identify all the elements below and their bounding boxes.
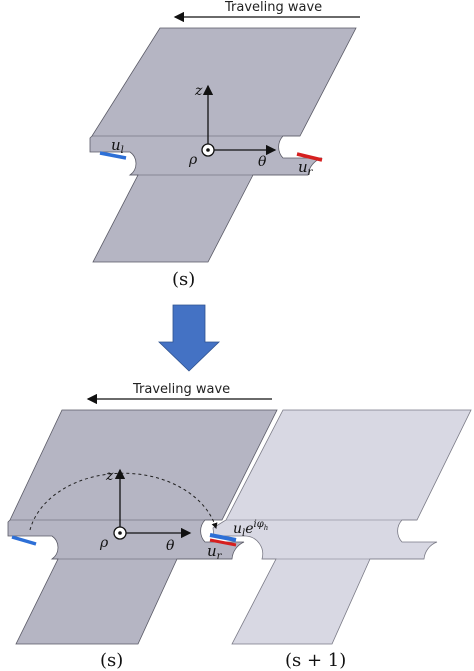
rho-axis-dot xyxy=(206,148,210,152)
u-right-label-bottom: ur xyxy=(207,542,223,562)
bottom-panel: Traveling wave z ρ θ uleiφh ur (s) (s + … xyxy=(7,382,472,671)
neighbor-cell-shape xyxy=(212,409,472,645)
u-phase-label: uleiφh xyxy=(233,519,268,539)
z-label: z xyxy=(194,83,203,99)
transition-arrow xyxy=(158,304,220,372)
rho-label-bottom: ρ xyxy=(99,535,109,551)
top-panel: Traveling wave z ρ θ ul ur (s) xyxy=(89,0,360,290)
u-right-label: ur xyxy=(298,158,314,178)
unit-cell-shape xyxy=(89,27,357,263)
u-left-boundary-bottom xyxy=(11,535,37,546)
current-cell-shape xyxy=(7,409,278,645)
traveling-wave-label: Traveling wave xyxy=(224,0,322,15)
u-right-boundary xyxy=(296,152,323,162)
u-right-boundary-bottom xyxy=(209,538,237,547)
u-left-label: ul xyxy=(111,136,124,156)
rho-label: ρ xyxy=(188,152,198,168)
u-left-boundary xyxy=(99,151,127,160)
traveling-wave-label-bottom: Traveling wave xyxy=(132,382,230,397)
u-phase-boundary xyxy=(209,533,237,542)
theta-label-bottom: θ xyxy=(166,538,175,554)
caption-s-bottom: (s) xyxy=(100,650,123,671)
rho-axis-dot-bottom xyxy=(118,531,122,535)
z-label-bottom: z xyxy=(105,468,114,484)
caption-s-plus-1: (s + 1) xyxy=(285,650,346,671)
theta-label: θ xyxy=(258,154,267,170)
caption-s-top: (s) xyxy=(172,269,195,290)
